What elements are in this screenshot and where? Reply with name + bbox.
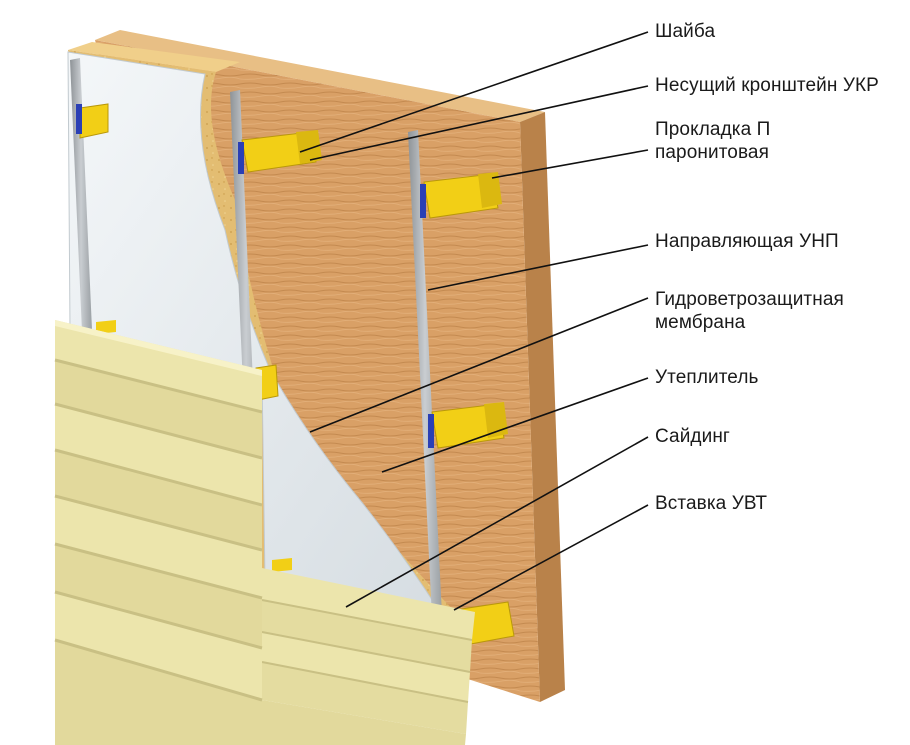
- label-bracket: Несущий кронштейн УКР: [655, 75, 879, 96]
- wall-side-edge: [520, 112, 565, 702]
- bracket-2: [238, 130, 322, 174]
- insulation-top-edge: [68, 42, 240, 72]
- label-gasket: Прокладка П паронитовая: [655, 119, 771, 163]
- siding-main: [54, 320, 466, 745]
- leader-bracket: [309, 85, 649, 161]
- leader-lines: [299, 31, 649, 611]
- leader-gasket: [491, 149, 649, 179]
- siding-lower-right: [261, 568, 475, 734]
- leader-washer: [299, 31, 649, 153]
- label-membrane: Гидроветрозащитная мембрана: [655, 289, 844, 333]
- rail-right: [408, 130, 442, 618]
- leader-insert: [453, 504, 649, 611]
- bracket-7: [96, 320, 292, 572]
- rail-left: [70, 58, 92, 332]
- label-insulation: Утеплитель: [655, 367, 759, 388]
- label-washer: Шайба: [655, 21, 716, 42]
- leader-siding: [345, 436, 649, 608]
- label-guide: Направляющая УНП: [655, 231, 839, 252]
- bracket-1: [76, 103, 109, 139]
- bracket-3: [420, 172, 502, 219]
- bracket-5: [428, 402, 508, 449]
- siding-panels: [54, 320, 475, 745]
- wall-top-edge: [95, 30, 545, 122]
- leader-guide: [427, 244, 649, 291]
- label-siding: Сайдинг: [655, 426, 730, 447]
- label-insert: Вставка УВТ: [655, 493, 768, 514]
- leader-membrane: [309, 297, 649, 433]
- leader-insulation: [381, 377, 649, 473]
